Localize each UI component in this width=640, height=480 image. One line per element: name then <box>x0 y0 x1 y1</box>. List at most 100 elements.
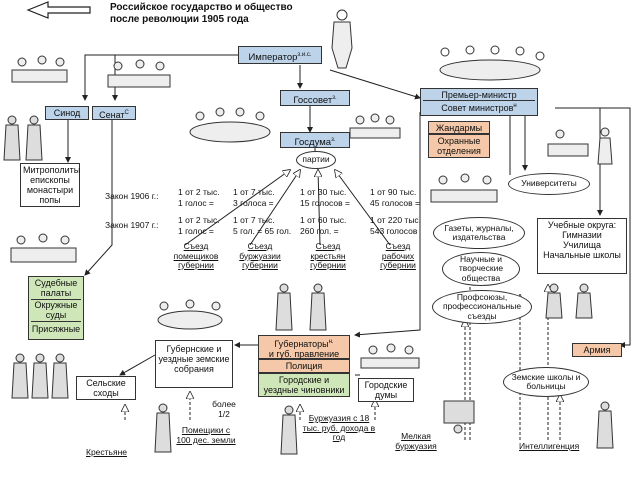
synod-box: Синод <box>45 106 89 120</box>
edu-box: Учебные округа: Гимназии Училища Начальн… <box>537 218 627 274</box>
gossovet-label: Госсовет <box>293 95 333 107</box>
clergy-item-3: попы <box>39 195 61 205</box>
clergy-item-2: монастыри <box>26 185 74 195</box>
gosduma-box: Госдумаз. <box>280 132 350 148</box>
bourgeoisie-label: Буржуазия с 18 тыс. руб. дохода в год <box>302 413 376 442</box>
governors-line-2: и губ. правление <box>268 349 340 359</box>
premier-line-1: Премьер-министр <box>441 90 517 100</box>
ministers-sketch-icon <box>430 42 550 84</box>
premier-line-2: Совет министров <box>441 103 514 113</box>
universities-oval: Университеты <box>508 173 590 195</box>
emperor-figure-icon <box>328 8 356 70</box>
officials-label: Городские и уездные чиновники <box>263 375 345 395</box>
title-line-1: Российское государство и общество <box>110 2 293 13</box>
courts-item-0: Судебные палаты <box>31 278 81 300</box>
city-duma-box: Городские думы <box>358 378 414 402</box>
clergy-box: Митрополиты епископы монастыри попы <box>20 163 80 207</box>
soldier-figure-icon <box>540 280 600 320</box>
teacher-figure-icon <box>592 398 618 450</box>
army-label: Армия <box>583 345 611 355</box>
law-1907-votes-2: 260 гол. = <box>300 226 339 236</box>
law-1906-col-0: 1 от 2 тыс. <box>178 187 220 197</box>
city-duma-label: Городские думы <box>364 380 408 400</box>
governors-line-1: Губернаторы <box>274 339 329 349</box>
peasants-label: Крестьяне <box>86 447 128 457</box>
gendarmes-box: Жандармы <box>428 121 490 134</box>
unions-label: Профсоюзы, профессиональные съезды <box>442 291 522 321</box>
zemstvo-schools-label: Земские школы и больницы <box>511 371 581 391</box>
gossovet-sketch-icon <box>185 98 275 150</box>
law-1907-col-2: 1 от 60 тыс. <box>300 215 347 225</box>
zemstvo-schools-oval: Земские школы и больницы <box>503 367 589 397</box>
law-1906-votes-2: 15 голосов = <box>300 198 350 208</box>
law-1906-col-1: 1 от 7 тыс. <box>233 187 275 197</box>
emperor-sup: з.и.с. <box>297 52 312 58</box>
senate-sketch-icon <box>100 50 180 105</box>
law-1907-col-1: 1 от 7 тыс. <box>233 215 275 225</box>
title-line-2: после революции 1905 года <box>110 14 249 25</box>
congress-landowners: Съезд помещиков губернии <box>173 241 219 270</box>
gosduma-label: Госдума <box>294 137 332 149</box>
zemstvo-box: Губернские и уездные земские собрания <box>155 340 233 388</box>
bourgeois-figure-icon <box>278 402 300 457</box>
law-1906-col-3: 1 от 90 тыс. <box>370 187 417 197</box>
universities-label: Университеты <box>521 178 577 189</box>
clergy-figures-icon <box>0 112 48 162</box>
gosduma-sup: з. <box>331 137 336 143</box>
army-box: Армия <box>572 343 622 357</box>
back-arrow-icon[interactable] <box>26 0 92 20</box>
peasants-figures-icon <box>8 350 70 410</box>
clergy-item-0: Митрополиты <box>23 165 81 175</box>
unions-oval: Профсоюзы, профессиональные съезды <box>432 290 532 324</box>
societies-oval: Научные и творческие общества <box>442 252 520 286</box>
governors-sup: н. <box>328 339 334 345</box>
zemstvo-label: Губернские и уездные земские собрания <box>158 344 230 374</box>
courts-item-2: Присяжные <box>31 324 81 334</box>
synod-label: Синод <box>53 108 81 118</box>
press-oval: Газеты, журналы, издательства <box>433 217 525 249</box>
law-1907-votes-1: 5 гол. = 65 гол. <box>233 226 292 236</box>
edu-item-2: Начальные школы <box>543 250 621 260</box>
gossovet-sup: з. <box>332 95 337 101</box>
officials-box: Городские и уездные чиновники <box>258 373 350 397</box>
governors-figures-icon <box>270 280 340 332</box>
gossovet-box: Госсоветз. <box>280 90 350 106</box>
law-1906-votes-0: 1 голос = <box>178 198 214 208</box>
premier-box: Премьер-министр Совет министровн <box>420 88 538 116</box>
emperor-box: Императорз.и.с. <box>238 46 322 64</box>
more-half-label: более 1/2 <box>212 399 236 419</box>
okhrana-label: Охранные отделения <box>437 136 481 156</box>
page-title: Российское государство и общество после … <box>110 2 293 26</box>
law-1906-col-2: 1 от 30 тыс. <box>300 187 347 197</box>
congress-bourgeoisie: Съезд буржуазии губернии <box>239 241 281 270</box>
law-1906-label: Закон 1906 г.: <box>105 191 159 201</box>
law-1907-votes-0: 1 голос = <box>178 226 214 236</box>
law-1907-col-3: 1 от 220 тыс. <box>370 215 422 225</box>
press-label: Газеты, журналы, издательства <box>444 222 514 242</box>
rural-label: Сельские сходы <box>86 378 126 398</box>
landowner-figure-icon <box>152 400 174 455</box>
courts-box: Судебные палаты Окружные суды Присяжные <box>28 276 84 340</box>
law-1906-votes-3: 45 голосов = <box>370 198 420 208</box>
parties-label: партии <box>302 154 330 165</box>
university-sketch-icon <box>540 118 630 168</box>
police-box: Полиция <box>258 359 350 373</box>
press-sketch-icon <box>425 168 505 213</box>
rural-box: Сельские сходы <box>76 376 136 400</box>
governors-box: Губернаторын. и губ. правление <box>258 335 350 359</box>
law-1907-col-0: 1 от 2 тыс. <box>178 215 220 225</box>
intelligentsia-figure-icon <box>440 395 480 440</box>
petty-bourgeoisie-label: Мелкая буржуазия <box>395 431 437 451</box>
senate-box: СенатС <box>92 106 136 120</box>
law-1907-label: Закон 1907 г.: <box>105 220 159 230</box>
edu-item-0: Гимназии <box>562 230 602 240</box>
parties-oval: партии <box>296 151 336 169</box>
premier-sup: н <box>513 103 517 109</box>
police-label: Полиция <box>285 361 323 371</box>
congress-workers: Съезд рабочих губернии <box>380 241 416 270</box>
edu-item-1: Училища <box>562 240 602 250</box>
gendarmes-label: Жандармы <box>435 123 483 133</box>
court-sketch-icon <box>5 228 85 273</box>
okhrana-box: Охранные отделения <box>428 134 490 158</box>
clergy-item-1: епископы <box>30 175 70 185</box>
